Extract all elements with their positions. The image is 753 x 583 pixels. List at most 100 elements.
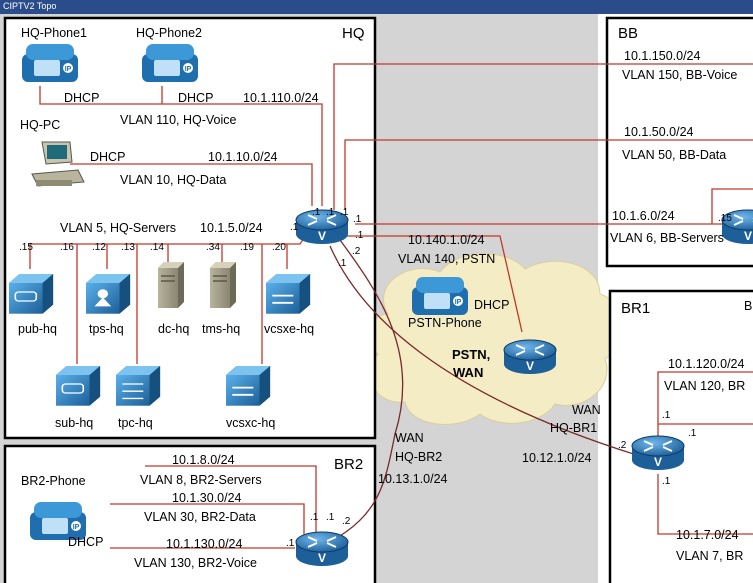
br2-if-b: .1 xyxy=(326,512,335,523)
hq-site-label: HQ xyxy=(342,25,365,42)
hq-router-if: .1 xyxy=(353,214,362,225)
hq-data-vlan: VLAN 10, HQ-Data xyxy=(120,173,226,187)
hq-servers-net: 10.1.5.0/24 xyxy=(200,221,263,235)
cloud-label-pstn: PSTN, xyxy=(452,347,490,362)
topology-canvas: V IP xyxy=(0,14,753,583)
br1-wan-name: HQ-BR1 xyxy=(550,421,597,435)
br2-site-label: BR2 xyxy=(334,456,363,473)
br1-if-wan: .2 xyxy=(618,440,627,451)
bb-voice-vlan: VLAN 150, BB-Voice xyxy=(622,68,737,82)
hq-data-net: 10.1.10.0/24 xyxy=(208,150,278,164)
bb-servers-net: 10.1.6.0/24 xyxy=(612,209,675,223)
hq-router-if: .1 xyxy=(290,222,299,233)
pstn-net: 10.140.1.0/24 xyxy=(408,233,485,247)
tpc-hq-label: tpc-hq xyxy=(118,416,153,430)
bb-host15: .15 xyxy=(718,213,732,224)
br1-if-a: .1 xyxy=(662,410,671,421)
hq-router-if: .1 xyxy=(312,207,321,218)
tps-hq-icon[interactable] xyxy=(86,274,131,314)
br1-site-label: BR1 xyxy=(621,300,650,317)
hq-router-if: .1 xyxy=(338,258,347,269)
pstn-phone-label: PSTN-Phone xyxy=(408,316,482,330)
hq-voice-vlan: VLAN 110, HQ-Voice xyxy=(120,113,237,127)
window-title: CIPTV2 Topo xyxy=(3,1,57,11)
br2-phone-label: BR2-Phone xyxy=(21,474,86,488)
br1-wan-net: 10.12.1.0/24 xyxy=(522,451,592,465)
hq-router-if: .2 xyxy=(352,246,361,257)
hq-phone2-dhcp: DHCP xyxy=(178,91,213,105)
cloud-label-wan: WAN xyxy=(453,365,483,380)
bb-site-label: BB xyxy=(618,25,638,42)
br2-if-c: .1 xyxy=(286,538,295,549)
br2-wan-label: WAN xyxy=(395,431,424,445)
br2-if-a: .1 xyxy=(310,512,319,523)
vcsxe-hq-host: .20 xyxy=(272,242,286,253)
br2-servers-net: 10.1.8.0/24 xyxy=(172,453,235,467)
tms-hq-host: .34 xyxy=(206,242,220,253)
br2-data-vlan: VLAN 30, BR2-Data xyxy=(144,510,256,524)
tms-hq-label: tms-hq xyxy=(202,322,240,336)
sub-hq-host: .16 xyxy=(60,242,74,253)
dc-hq-host: .14 xyxy=(150,242,164,253)
bb-data-net: 10.1.50.0/24 xyxy=(624,125,694,139)
br2-wan-net: 10.13.1.0/24 xyxy=(378,472,448,486)
sub-hq-icon[interactable] xyxy=(56,366,101,406)
hq-phone2-icon[interactable] xyxy=(142,44,198,82)
vcsxc-hq-icon[interactable] xyxy=(226,366,271,406)
sub-hq-label: sub-hq xyxy=(55,416,93,430)
br2-voice-vlan: VLAN 130, BR2-Voice xyxy=(134,556,257,570)
tpc-hq-icon[interactable] xyxy=(116,366,161,406)
br1-wan-label: WAN xyxy=(572,403,601,417)
network-links xyxy=(29,63,753,549)
hq-router-if: .1 xyxy=(340,207,349,218)
vcsxc-hq-host: .19 xyxy=(240,242,254,253)
hq-phone1-icon[interactable] xyxy=(22,44,78,82)
pstn-phone-icon[interactable] xyxy=(412,277,468,315)
br1-router-icon[interactable] xyxy=(631,435,685,471)
hq-pc-icon[interactable] xyxy=(31,141,85,187)
br2-voice-net: 10.1.130.0/24 xyxy=(166,537,243,551)
br1-servers-vlan: VLAN 7, BR xyxy=(676,549,743,563)
tpc-hq-host: .13 xyxy=(121,242,135,253)
br2-router-icon[interactable] xyxy=(295,531,349,567)
br2-if-wan: .2 xyxy=(342,516,351,527)
br2-wan-name: HQ-BR2 xyxy=(395,450,442,464)
hq-servers-vlan: VLAN 5, HQ-Servers xyxy=(60,221,176,235)
vcsxe-hq-label: vcsxe-hq xyxy=(264,322,314,336)
hq-phone1-label: HQ-Phone1 xyxy=(21,26,87,40)
tms-hq-icon[interactable] xyxy=(209,261,237,309)
br2-phone-dhcp: DHCP xyxy=(68,535,103,549)
bb-servers-vlan: VLAN 6, BB-Servers xyxy=(610,231,724,245)
hq-phone2-label: HQ-Phone2 xyxy=(136,26,202,40)
pub-hq-host: .15 xyxy=(19,242,33,253)
br2-data-net: 10.1.30.0/24 xyxy=(172,491,242,505)
hq-router-if: .1 xyxy=(355,230,364,241)
br2-servers-vlan: VLAN 8, BR2-Servers xyxy=(140,473,262,487)
wan-links xyxy=(329,239,641,543)
br1-if-b: .1 xyxy=(688,428,697,439)
pub-hq-label: pub-hq xyxy=(18,322,57,336)
hq-pc-dhcp: DHCP xyxy=(90,150,125,164)
hq-phone1-dhcp: DHCP xyxy=(64,91,99,105)
window-titlebar: CIPTV2 Topo xyxy=(0,0,753,14)
br1-voice-vlan: VLAN 120, BR xyxy=(664,379,745,393)
hq-voice-net: 10.1.110.0/24 xyxy=(243,91,319,105)
dc-hq-icon[interactable] xyxy=(157,261,185,309)
hq-pc-label: HQ-PC xyxy=(20,118,60,132)
pstn-router-icon[interactable] xyxy=(503,339,557,375)
vcsxe-hq-icon[interactable] xyxy=(266,274,311,314)
bb-voice-net: 10.1.150.0/24 xyxy=(624,49,701,63)
tps-hq-host: .12 xyxy=(92,242,106,253)
vcsxc-hq-label: vcsxc-hq xyxy=(226,416,275,430)
topology-diagram: V IP xyxy=(0,14,753,583)
bb-data-vlan: VLAN 50, BB-Data xyxy=(622,148,726,162)
hq-router-if: .1 xyxy=(326,207,335,218)
tps-hq-label: tps-hq xyxy=(89,322,124,336)
br1-voice-net: 10.1.120.0/24 xyxy=(668,357,745,371)
pub-hq-icon[interactable] xyxy=(9,274,54,314)
br1-edge-label: B xyxy=(744,299,752,313)
pstn-vlan: VLAN 140, PSTN xyxy=(398,252,495,266)
dc-hq-label: dc-hq xyxy=(158,322,189,336)
br1-if-c: .1 xyxy=(662,476,671,487)
pstn-phone-dhcp: DHCP xyxy=(474,298,509,312)
